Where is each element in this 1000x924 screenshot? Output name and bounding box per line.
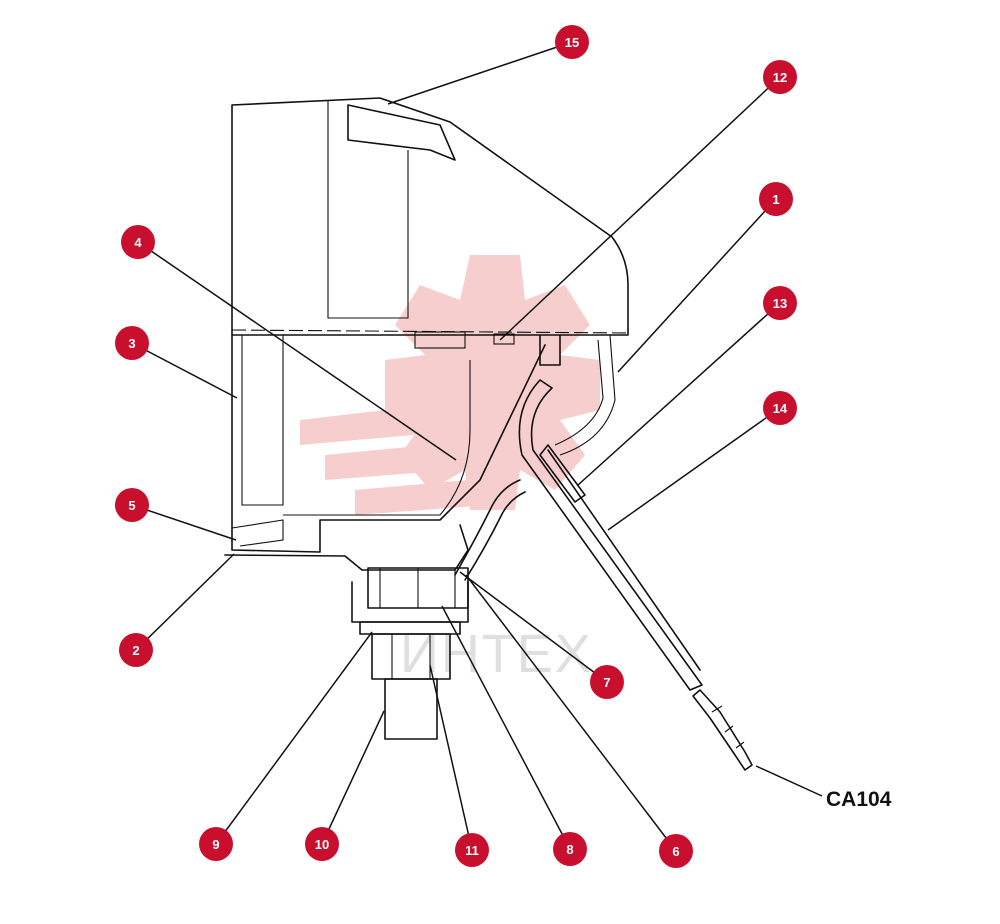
callout-2-badge <box>119 633 153 667</box>
callout-10: 10 <box>305 827 339 861</box>
callout-1-badge <box>759 182 793 216</box>
watermark-text: ИНТЕХ <box>400 624 593 684</box>
clip-12-tab <box>493 333 515 345</box>
inner-bowl <box>283 360 471 516</box>
callout-5-badge <box>115 488 149 522</box>
callout-6: 6 <box>659 834 693 868</box>
watermark-logo: ИНТЕХ <box>300 255 600 684</box>
callout-12-badge <box>763 60 797 94</box>
probe-sleeve-13 <box>539 444 586 503</box>
callout-7: 7 <box>590 665 624 699</box>
top-latch <box>347 104 456 161</box>
watermark-chevrons-icon <box>300 400 490 515</box>
lower-housing <box>231 334 546 553</box>
base-lip <box>224 524 469 571</box>
leader-line-14 <box>607 407 781 531</box>
stem-10 <box>384 678 438 740</box>
callout-9-badge <box>199 827 233 861</box>
callout-1: 1 <box>759 182 793 216</box>
figure-code: CA104 <box>826 788 892 811</box>
leader-line-8 <box>441 605 571 850</box>
callout-8-label: 8 <box>566 842 573 857</box>
callout-5-label: 5 <box>128 498 135 513</box>
leader-line-5 <box>131 504 237 541</box>
bracket-6 <box>539 334 561 366</box>
callout-15: 15 <box>555 25 589 59</box>
callout-5: 5 <box>115 488 149 522</box>
callout-11-label: 11 <box>465 843 479 858</box>
callout-7-label: 7 <box>603 675 610 690</box>
callout-13-label: 13 <box>773 296 787 311</box>
callout-7-badge <box>590 665 624 699</box>
callout-15-label: 15 <box>565 35 579 50</box>
callout-2: 2 <box>119 633 153 667</box>
callout-1-label: 1 <box>772 192 779 207</box>
clip-12 <box>414 331 466 349</box>
callout-14-badge <box>763 391 797 425</box>
sensor-probe-14 <box>518 379 703 691</box>
leader-line-10 <box>321 710 385 845</box>
nut-faces <box>379 568 456 608</box>
leader-line-1 <box>617 198 777 373</box>
lower-housing-inner <box>241 335 284 506</box>
leader-line-4 <box>137 241 457 461</box>
sensor-probe-inner <box>547 449 701 671</box>
leader-line-7 <box>459 571 608 683</box>
callout-9-label: 9 <box>212 837 219 852</box>
right-duct <box>559 334 616 456</box>
callout-8-badge <box>553 832 587 866</box>
leader-line-11 <box>429 664 473 851</box>
callout-4-badge <box>121 225 155 259</box>
callout-8: 8 <box>553 832 587 866</box>
callout-2-label: 2 <box>132 643 139 658</box>
callout-3-badge <box>115 326 149 360</box>
callout-15-badge <box>555 25 589 59</box>
callout-12: 12 <box>763 60 797 94</box>
callout-10-badge <box>305 827 339 861</box>
upper-housing-partition <box>327 100 409 319</box>
callout-4-label: 4 <box>134 235 142 250</box>
callout-9: 9 <box>199 827 233 861</box>
leader-line-15 <box>387 41 573 105</box>
callout-14-label: 14 <box>773 401 788 416</box>
callout-3-label: 3 <box>128 336 135 351</box>
callout-11: 11 <box>455 833 489 867</box>
callout-12-label: 12 <box>773 70 787 85</box>
probe-tip-rings <box>711 705 745 749</box>
leader-line-13 <box>577 302 781 486</box>
callout-14: 14 <box>763 391 797 425</box>
leader-line-3 <box>131 342 238 399</box>
upper-housing <box>231 97 629 336</box>
probe-tip <box>692 689 753 771</box>
body-11-faces <box>391 634 431 679</box>
callout-11-badge <box>455 833 489 867</box>
callout-6-badge <box>659 834 693 868</box>
leader-line-2 <box>135 553 235 651</box>
mount-bracket <box>351 581 469 623</box>
leader-lines <box>131 41 823 852</box>
callout-13: 13 <box>763 286 797 320</box>
right-duct-inner <box>554 339 604 446</box>
callout-10-label: 10 <box>315 837 329 852</box>
callout-13-badge <box>763 286 797 320</box>
left-tube-inner <box>464 491 526 581</box>
callout-3: 3 <box>115 326 149 360</box>
left-tube <box>454 479 521 576</box>
leader-line-9 <box>215 631 373 845</box>
leader-line-6 <box>465 574 677 852</box>
leader-line-ca104 <box>755 765 823 797</box>
callout-4: 4 <box>121 225 155 259</box>
callout-6-label: 6 <box>672 844 679 859</box>
assembly-drawing <box>224 97 753 771</box>
housing-floor <box>231 519 284 547</box>
callouts: 15 12 1 4 13 3 14 5 2 7 9 10 11 8 6 <box>115 25 797 868</box>
leader-line-12 <box>499 76 781 341</box>
